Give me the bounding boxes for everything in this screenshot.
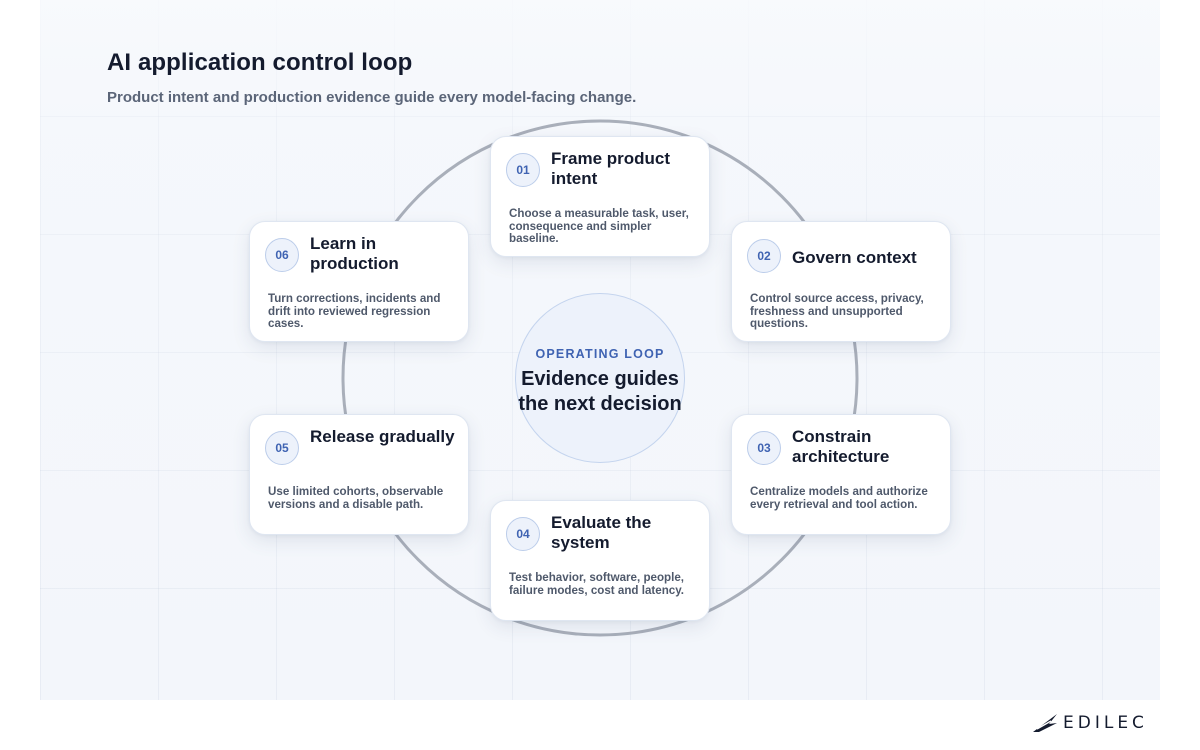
step-card-evaluate-the-system: 04 Evaluate the system Test behavior, so… [490, 500, 710, 621]
step-title: Release gradually [310, 427, 455, 446]
step-number-badge: 06 [265, 238, 299, 272]
step-card-release-gradually: 05 Release gradually Use limited cohorts… [249, 414, 469, 535]
step-description: Centralize models and authorize every re… [750, 485, 928, 511]
step-number-badge: 02 [747, 239, 781, 273]
step-number-badge: 04 [506, 517, 540, 551]
page-subtitle: Product intent and production evidence g… [107, 89, 637, 106]
step-number-badge: 03 [747, 431, 781, 465]
step-card-learn-in-production: 06 Learn in production Turn corrections,… [249, 221, 469, 342]
brand-logo: EDILEC [1031, 711, 1148, 735]
operating-loop-hub: OPERATING LOOP Evidence guides the next … [515, 293, 685, 463]
edilec-wing-logo-icon [1033, 714, 1057, 732]
step-title: Frame product intent [551, 149, 671, 188]
step-number-badge: 01 [506, 153, 540, 187]
step-description: Use limited cohorts, observable versions… [268, 485, 444, 511]
step-number-badge: 05 [265, 431, 299, 465]
step-card-constrain-architecture: 03 Constrain architecture Centralize mod… [731, 414, 951, 535]
brand-wordmark: EDILEC [1063, 713, 1148, 733]
step-description: Control source access, privacy, freshnes… [750, 292, 924, 330]
step-title: Constrain architecture [792, 427, 890, 466]
step-card-frame-product-intent: 01 Frame product intent Choose a measura… [490, 136, 710, 257]
hub-headline: Evidence guides the next decision [518, 368, 682, 415]
hub-eyebrow: OPERATING LOOP [535, 347, 665, 361]
step-card-govern-context: 02 Govern context Control source access,… [731, 221, 951, 342]
step-title: Govern context [792, 248, 917, 267]
step-title: Evaluate the system [551, 513, 652, 552]
page-title: AI application control loop [107, 49, 413, 76]
step-description: Test behavior, software, people, failure… [509, 571, 685, 597]
step-description: Choose a measurable task, user, conseque… [509, 207, 689, 245]
step-description: Turn corrections, incidents and drift in… [268, 292, 441, 330]
step-title: Learn in production [310, 234, 399, 273]
loop-ring-path [341, 119, 859, 637]
